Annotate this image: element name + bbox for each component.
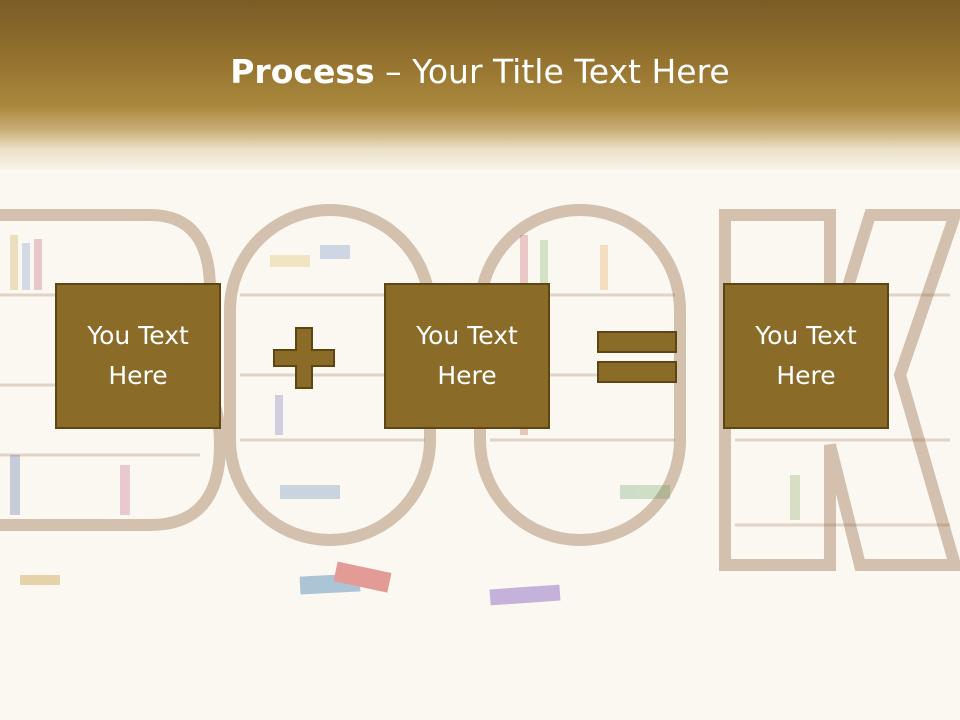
process-box-1[interactable]: You Text Here bbox=[55, 283, 221, 429]
process-box-2[interactable]: You Text Here bbox=[384, 283, 550, 429]
title-bold: Process bbox=[230, 52, 375, 91]
equals-icon bbox=[597, 331, 677, 383]
title-rest: – Your Title Text Here bbox=[374, 52, 730, 91]
process-box-3-text: You Text Here bbox=[755, 321, 857, 390]
plus-icon bbox=[273, 327, 335, 389]
process-box-2-text: You Text Here bbox=[416, 321, 518, 390]
process-box-1-text: You Text Here bbox=[87, 321, 189, 390]
header-band bbox=[0, 0, 960, 170]
process-box-3[interactable]: You Text Here bbox=[723, 283, 889, 429]
slide-title[interactable]: Process – Your Title Text Here bbox=[0, 52, 960, 91]
